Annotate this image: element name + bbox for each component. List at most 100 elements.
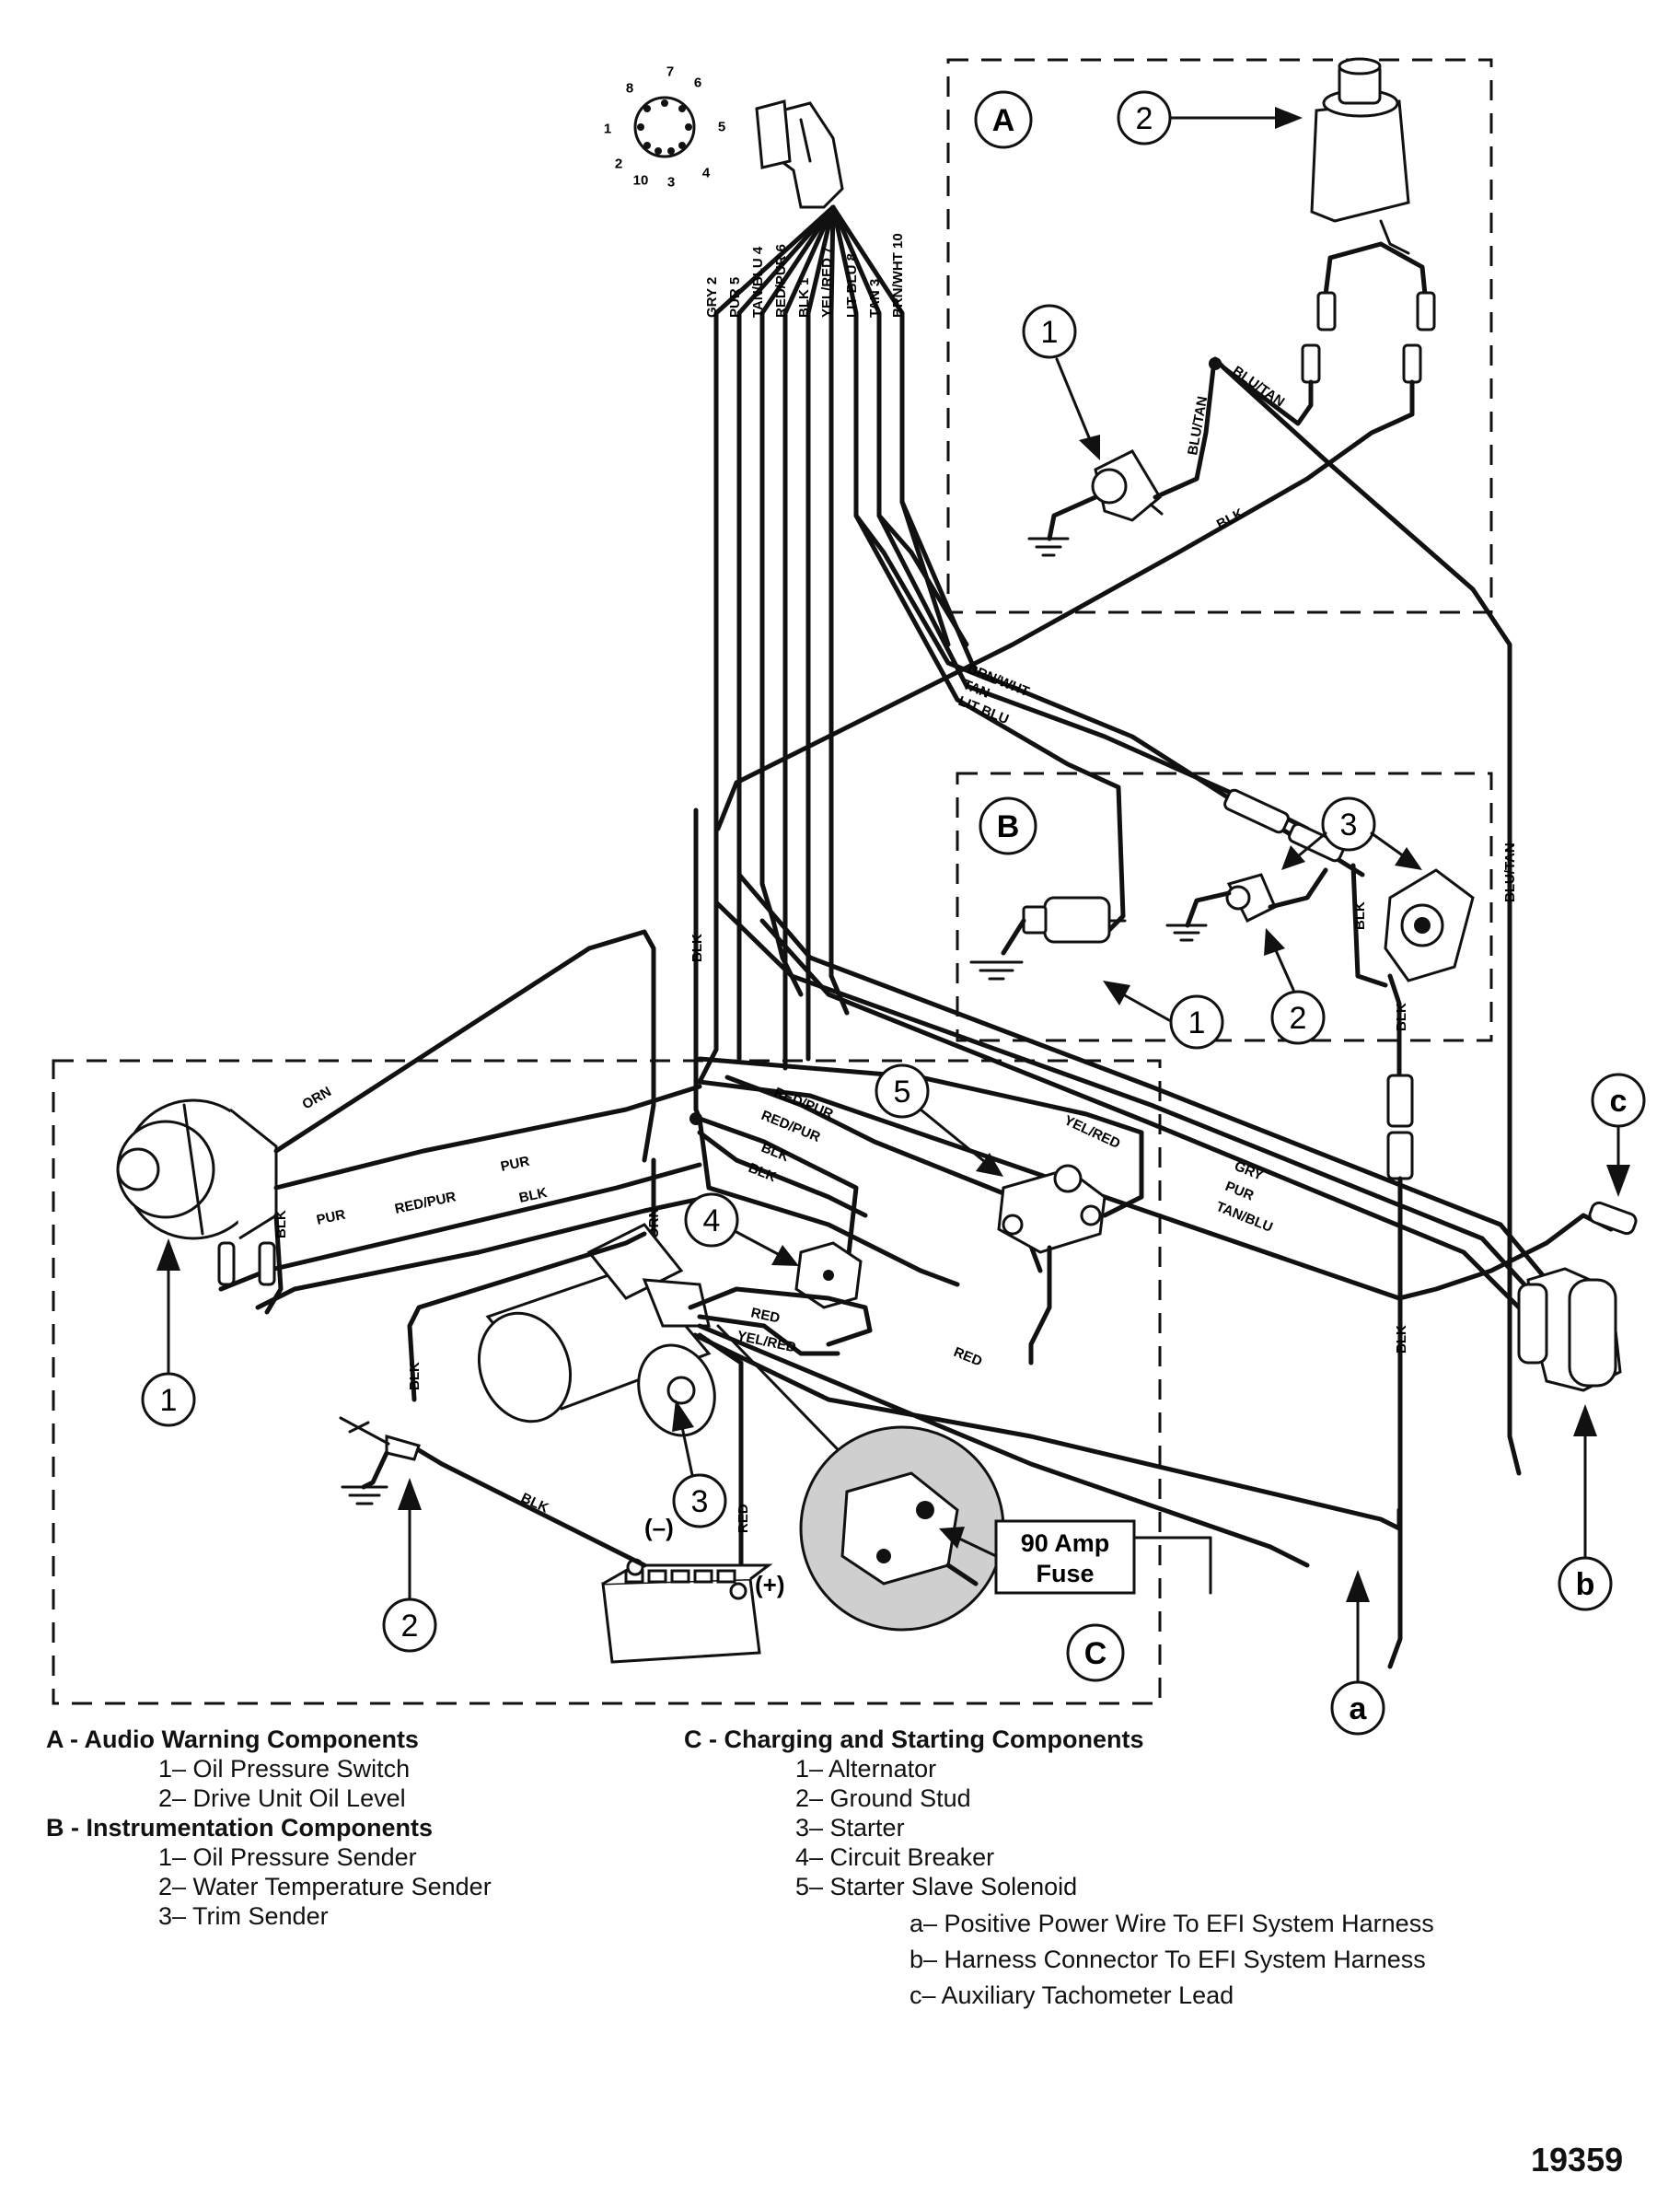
- water-temperature-sender: [1225, 873, 1277, 924]
- callout-letter-a: a: [1330, 1570, 1385, 1736]
- callout-a1-number: 1: [1041, 315, 1059, 350]
- connector-pinout: 7 6 8 5 1 2 10 3 4: [604, 64, 725, 191]
- ground-symbol-c: [341, 1485, 388, 1505]
- callout-c5: 5: [875, 1063, 1003, 1177]
- callout-c2-number: 2: [401, 1609, 419, 1644]
- circuit-breaker: [794, 1241, 863, 1309]
- wire-label-blk-b2: BLK: [1394, 1003, 1409, 1031]
- battery-negative-label: (–): [644, 1514, 674, 1541]
- wire-label-blk-c1: BLK: [517, 1185, 549, 1206]
- wire-label-tan-blu: TAN/BLU: [1214, 1199, 1275, 1236]
- callout-c4: 4: [684, 1192, 799, 1266]
- alternator-wires: [217, 929, 712, 1315]
- wire-label-blu-tan-right: BLU/TAN: [1502, 842, 1518, 902]
- callout-letter-b-text: b: [1576, 1567, 1595, 1602]
- section-c-callout: C: [1066, 1623, 1125, 1682]
- callout-c5-number: 5: [894, 1075, 911, 1110]
- callout-c2: 2: [382, 1478, 437, 1653]
- wire-label-litblu8: LIT BLU 8: [844, 253, 860, 318]
- wire-label-pur-2: PUR: [315, 1207, 347, 1228]
- figure-number: 19359: [1531, 2141, 1624, 2179]
- wire-label-pur5: PUR 5: [727, 277, 743, 318]
- callout-c4-number: 4: [703, 1203, 721, 1238]
- alternator: [116, 1098, 278, 1240]
- auxiliary-tachometer-lead: [1588, 1201, 1638, 1236]
- wire-label-red-3: RED: [736, 1504, 751, 1533]
- callout-c1-number: 1: [160, 1383, 178, 1418]
- wire-label-blk-right: BLK: [1394, 1325, 1409, 1354]
- pin-label-10: 10: [633, 173, 649, 189]
- wire-label-orn-1: ORN: [300, 1084, 334, 1112]
- wire-label-blk-alt: BLK: [273, 1210, 289, 1238]
- ground-symbol-b1: [969, 960, 1024, 981]
- starter-slave-solenoid: [997, 1164, 1106, 1254]
- wire-label-gry: GRY: [1233, 1158, 1266, 1184]
- wire-label-gry2: GRY 2: [704, 277, 720, 318]
- callout-b2: 2: [1264, 928, 1326, 1045]
- section-c-letter: C: [1084, 1636, 1107, 1671]
- pin-label-3: 3: [667, 175, 675, 191]
- callout-b1: 1: [1103, 981, 1224, 1050]
- callout-b1-number: 1: [1188, 1005, 1206, 1040]
- wire-label-blk-gnd: BLK: [407, 1362, 423, 1390]
- callout-letter-c: c: [1591, 1073, 1646, 1197]
- pin-label-8: 8: [626, 81, 633, 97]
- reservoir-wires: [1209, 241, 1436, 482]
- starter-motor: [477, 1223, 716, 1437]
- wire-label-blk-c3: BLK: [747, 1160, 779, 1185]
- callout-c1: 1: [141, 1238, 196, 1427]
- wire-label-brnwht10: BRN/WHT 10: [890, 233, 906, 318]
- callout-a2-number: 2: [1136, 101, 1153, 136]
- callout-b3-number: 3: [1340, 808, 1358, 842]
- wire-label-blu-tan-trunk: BLU/TAN: [1230, 363, 1288, 410]
- temp-sender-ground-wire: [1185, 890, 1232, 928]
- oil-pressure-sender: [1022, 896, 1127, 944]
- wire-label-pur-3: PUR: [1223, 1179, 1257, 1204]
- section-b-callout: B: [979, 796, 1037, 855]
- section-b-letter: B: [997, 809, 1020, 844]
- solenoid-wire: [1028, 1245, 1052, 1365]
- fuse-label-line2: Fuse: [1036, 1560, 1094, 1587]
- sender-ground-wire: [1001, 918, 1026, 956]
- wire-blk-trunk: [693, 808, 702, 1121]
- oil-pressure-switch: [1091, 449, 1164, 522]
- pin-label-5: 5: [718, 120, 725, 135]
- starter-wires: [688, 1286, 1402, 1586]
- drive-unit-oil-reservoir: [1310, 57, 1410, 255]
- callout-letter-b: b: [1558, 1404, 1613, 1611]
- trim-sender: [1384, 868, 1475, 982]
- wire-label-yelred7: YEL/RED 7: [819, 246, 835, 318]
- wire-blu-tan-switch: [1153, 366, 1216, 500]
- wire-label-tan3: TAN 3: [867, 279, 883, 318]
- callout-letter-a-text: a: [1350, 1691, 1368, 1726]
- wire-label-blk-a: BLK: [1214, 505, 1246, 533]
- section-a-callout: A: [974, 90, 1033, 149]
- harness-fanout: [697, 204, 997, 1085]
- wire-blu-tan-trunk: [1222, 366, 1522, 1476]
- callout-b2-number: 2: [1290, 1001, 1307, 1036]
- fuse-label-box: 90 Amp Fuse: [939, 1519, 1212, 1595]
- section-a-letter: A: [992, 103, 1015, 138]
- wire-label-blk1: BLK 1: [796, 278, 812, 318]
- wires-to-efi-connector: [697, 872, 1614, 1310]
- ground-symbol-b2: [1165, 924, 1208, 942]
- wire-label-red-2: RED: [952, 1344, 985, 1370]
- callout-a2: 2: [1117, 90, 1303, 145]
- wire-label-tanblu4: TAN/BLU 4: [750, 246, 766, 318]
- wire-label-blk-c2: BLK: [759, 1140, 792, 1165]
- section-b-box: [956, 772, 1493, 1042]
- pin-label-4: 4: [702, 166, 711, 181]
- wire-label-red-pur-1: RED/PUR: [393, 1189, 458, 1217]
- wire-label-pur-1: PUR: [499, 1154, 531, 1175]
- wire-label-blk-trunk: BLK: [689, 934, 705, 962]
- switch-ground-wire: [1047, 494, 1098, 541]
- callout-letter-c-text: c: [1610, 1084, 1628, 1119]
- pin-label-2: 2: [615, 157, 622, 172]
- fuse-label-line1: 90 Amp: [1021, 1529, 1110, 1557]
- ground-stud: [339, 1416, 421, 1461]
- wire-label-red-1: RED: [749, 1305, 782, 1326]
- temp-sender-wire: [1268, 867, 1328, 910]
- pin-label-6: 6: [694, 76, 701, 91]
- efi-harness-connector: [1517, 1267, 1622, 1392]
